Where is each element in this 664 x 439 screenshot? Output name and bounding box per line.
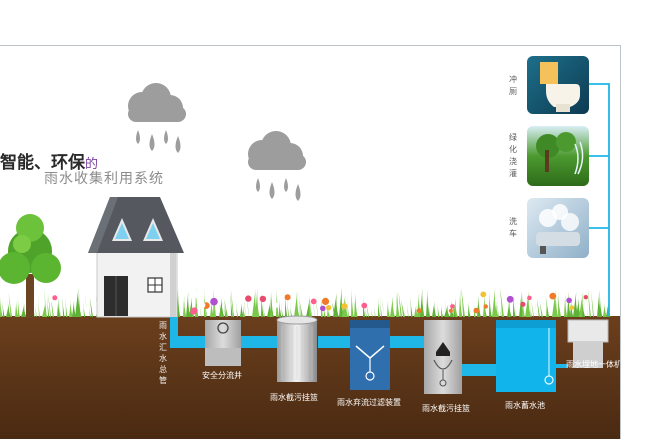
- diagram-frame: 智能、环保的 雨水收集利用系统 冲厕 绿化浇灌 洗车 雨水汇水总管 安全分流井 …: [0, 45, 621, 439]
- page-subtitle: 雨水收集利用系统: [44, 171, 164, 187]
- rain-cloud-icon-2: [248, 131, 306, 201]
- title-prefix: 智能、环保: [0, 153, 85, 173]
- label-safety-well: 安全分流井: [202, 371, 242, 380]
- supply-pipe: [589, 83, 610, 316]
- use-label-garden: 绿化浇灌: [509, 133, 517, 178]
- page-title: 智能、环保的: [0, 148, 98, 173]
- label-sediment-basket: 雨水截污挂篮: [270, 393, 318, 402]
- diverter-filter-device: [350, 320, 390, 390]
- label-sediment-basket-2: 雨水截污挂篮: [422, 404, 470, 413]
- sediment-basket: [276, 315, 318, 382]
- system-diagram: [0, 56, 620, 439]
- label-storage-tank: 雨水蓄水池: [505, 401, 545, 410]
- title-suffix: 的: [85, 157, 99, 172]
- grass-flower-strip: [0, 287, 611, 317]
- label-integrated-unit: 雨水埋地一体机: [566, 360, 621, 369]
- label-downpipe: 雨水汇水总管: [159, 321, 167, 385]
- integrated-unit: [567, 319, 609, 368]
- main-pipe: [170, 317, 568, 376]
- safety-diversion-well: [205, 320, 241, 366]
- car-wash-icon: [527, 198, 589, 258]
- toilet-icon: [527, 56, 589, 114]
- storage-tank: [496, 320, 556, 392]
- house-icon: [88, 197, 184, 318]
- label-diverter: 雨水弃流过滤装置: [337, 398, 401, 407]
- tree-icon: [0, 214, 61, 318]
- use-label-carwash: 洗车: [509, 217, 517, 238]
- sediment-basket-2: [424, 320, 462, 394]
- garden-irrigation-icon: [527, 126, 589, 186]
- use-label-toilet: 冲厕: [509, 75, 517, 96]
- rain-cloud-icon-1: [128, 83, 186, 153]
